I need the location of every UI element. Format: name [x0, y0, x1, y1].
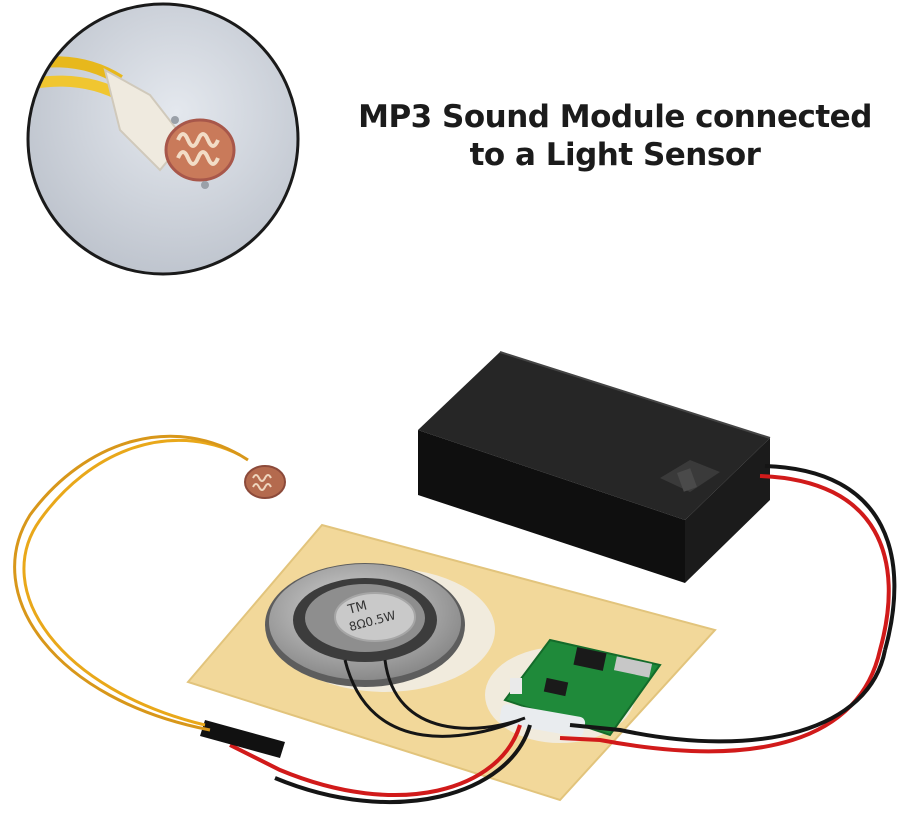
headline-line-1: MP3 Sound Module connected — [358, 99, 872, 135]
light-sensor — [244, 465, 286, 499]
speaker-label-top: TM — [345, 598, 368, 618]
headline: MP3 Sound Module connected to a Light Se… — [350, 98, 880, 174]
headline-line-2: to a Light Sensor — [469, 137, 761, 173]
sound-module-board — [499, 638, 662, 737]
sensor-closeup-inset — [26, 2, 300, 276]
speaker: TM 8Ω0.5W — [265, 563, 465, 687]
wire-connector — [200, 720, 285, 758]
battery-box — [418, 351, 771, 583]
